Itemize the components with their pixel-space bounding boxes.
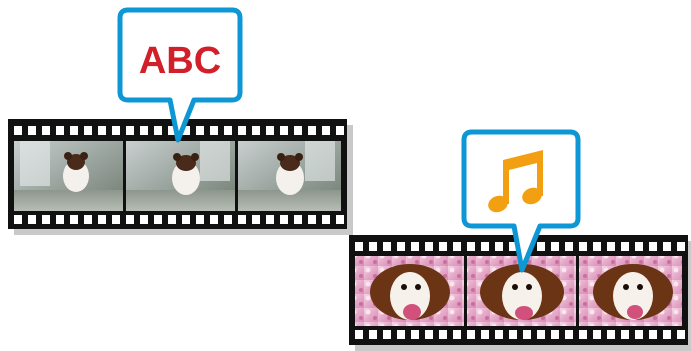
sprocket-hole xyxy=(140,215,148,224)
sprocket-hole xyxy=(593,242,601,251)
sprocket-hole xyxy=(42,126,50,135)
sprocket-hole xyxy=(537,330,545,339)
sprocket-hole xyxy=(383,242,391,251)
sprocket-hole xyxy=(425,330,433,339)
sprocket-hole xyxy=(523,330,531,339)
sprocket-hole xyxy=(42,215,50,224)
sprocket-hole xyxy=(369,242,377,251)
sprocket-hole xyxy=(154,215,162,224)
sprocket-hole xyxy=(266,215,274,224)
sprocket-hole xyxy=(182,215,190,224)
sprocket-hole xyxy=(635,242,643,251)
sprocket-hole xyxy=(467,242,475,251)
sprocket-hole xyxy=(453,242,461,251)
sprocket-hole xyxy=(238,126,246,135)
sprocket-hole xyxy=(126,126,134,135)
sprocket-hole xyxy=(280,215,288,224)
sprocket-hole xyxy=(28,215,36,224)
sprocket-hole xyxy=(294,215,302,224)
sprocket-hole xyxy=(196,126,204,135)
sprocket-hole xyxy=(14,215,22,224)
sprocket-hole xyxy=(453,330,461,339)
sprocket-hole xyxy=(649,242,657,251)
sprocket-hole xyxy=(495,330,503,339)
sprocket-hole xyxy=(635,330,643,339)
sprocket-hole xyxy=(126,215,134,224)
sprocket-hole xyxy=(112,126,120,135)
sprocket-hole xyxy=(336,215,344,224)
sprocket-hole xyxy=(280,126,288,135)
sprocket-hole xyxy=(355,242,363,251)
sprocket-hole xyxy=(266,126,274,135)
sprocket-hole xyxy=(663,242,671,251)
film-frame-3 xyxy=(579,256,682,326)
sprocket-hole xyxy=(308,126,316,135)
sprocket-hole xyxy=(168,215,176,224)
sprocket-hole xyxy=(98,215,106,224)
sprocket-hole xyxy=(308,215,316,224)
sprocket-hole xyxy=(481,242,489,251)
sprocket-hole xyxy=(196,215,204,224)
sprocket-hole xyxy=(56,126,64,135)
sprocket-hole xyxy=(607,330,615,339)
sprocket-hole xyxy=(565,330,573,339)
sprocket-hole xyxy=(439,330,447,339)
sprocket-hole xyxy=(425,242,433,251)
sprocket-hole xyxy=(238,215,246,224)
sprocket-hole xyxy=(252,126,260,135)
sprocket-hole xyxy=(210,126,218,135)
sprocket-hole xyxy=(621,330,629,339)
sprocket-hole xyxy=(28,126,36,135)
sprocket-hole xyxy=(397,242,405,251)
film-frame-1 xyxy=(14,141,123,211)
sprocket-hole xyxy=(649,330,657,339)
sprocket-hole xyxy=(551,242,559,251)
sprocket-hole xyxy=(593,330,601,339)
sprocket-hole xyxy=(467,330,475,339)
sprocket-hole xyxy=(355,330,363,339)
sprocket-hole xyxy=(84,126,92,135)
sprocket-hole xyxy=(481,330,489,339)
sprocket-hole xyxy=(565,242,573,251)
sprocket-hole xyxy=(112,215,120,224)
sprocket-hole xyxy=(56,215,64,224)
sprocket-hole xyxy=(411,242,419,251)
sprocket-hole xyxy=(294,126,302,135)
sprocket-hole xyxy=(677,242,685,251)
sprocket-hole xyxy=(252,215,260,224)
sprocket-hole xyxy=(579,242,587,251)
sprocket-hole xyxy=(439,242,447,251)
sprocket-hole xyxy=(663,330,671,339)
sprocket-hole xyxy=(210,215,218,224)
sprocket-hole xyxy=(322,215,330,224)
sprocket-hole xyxy=(397,330,405,339)
sprocket-hole xyxy=(621,242,629,251)
sprocket-hole xyxy=(70,215,78,224)
sprocket-hole xyxy=(154,126,162,135)
film-frame-3 xyxy=(238,141,341,211)
sprocket-hole xyxy=(579,330,587,339)
sprocket-hole xyxy=(383,330,391,339)
sprocket-hole xyxy=(224,126,232,135)
film-frame-1 xyxy=(355,256,464,326)
sprocket-hole xyxy=(336,126,344,135)
film-frame-2 xyxy=(126,141,235,211)
sprocket-hole xyxy=(411,330,419,339)
sprocket-hole xyxy=(551,330,559,339)
sprocket-hole xyxy=(322,126,330,135)
sprocket-hole xyxy=(224,215,232,224)
sprocket-hole xyxy=(140,126,148,135)
sprocket-hole xyxy=(607,242,615,251)
sprocket-hole xyxy=(369,330,377,339)
sprocket-hole xyxy=(84,215,92,224)
sprocket-hole xyxy=(677,330,685,339)
sprocket-hole xyxy=(70,126,78,135)
sprocket-hole xyxy=(509,330,517,339)
sprocket-hole xyxy=(537,242,545,251)
caption-text: ABC xyxy=(139,40,221,82)
sprocket-hole xyxy=(495,242,503,251)
sprocket-hole xyxy=(98,126,106,135)
sprocket-hole xyxy=(14,126,22,135)
